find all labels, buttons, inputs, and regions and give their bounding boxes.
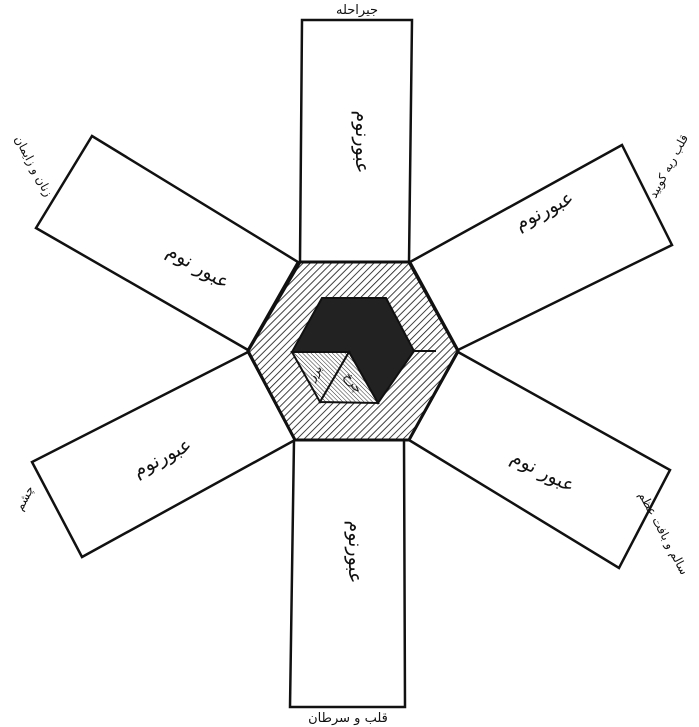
arm-lower-left-outer-label: چشم: [12, 483, 37, 513]
arm-upper-left: [36, 136, 298, 350]
arm-upper-right: [410, 145, 672, 350]
arm-upper-left-outer-label: زنان و زایمان: [11, 133, 56, 199]
arm-top-outer-label: جیراحله: [336, 3, 378, 18]
arm-lower-right-outer-label: سالم و بافت عظم: [635, 489, 691, 577]
arm-bottom-label: عبورنوم: [344, 521, 366, 584]
arm-bottom-outer-label: قلب و سرطان: [308, 711, 388, 726]
arm-upper-right-outer-label: قلب ریه کوبید: [646, 132, 692, 201]
arm-top-label: عبورنوم: [351, 111, 373, 174]
